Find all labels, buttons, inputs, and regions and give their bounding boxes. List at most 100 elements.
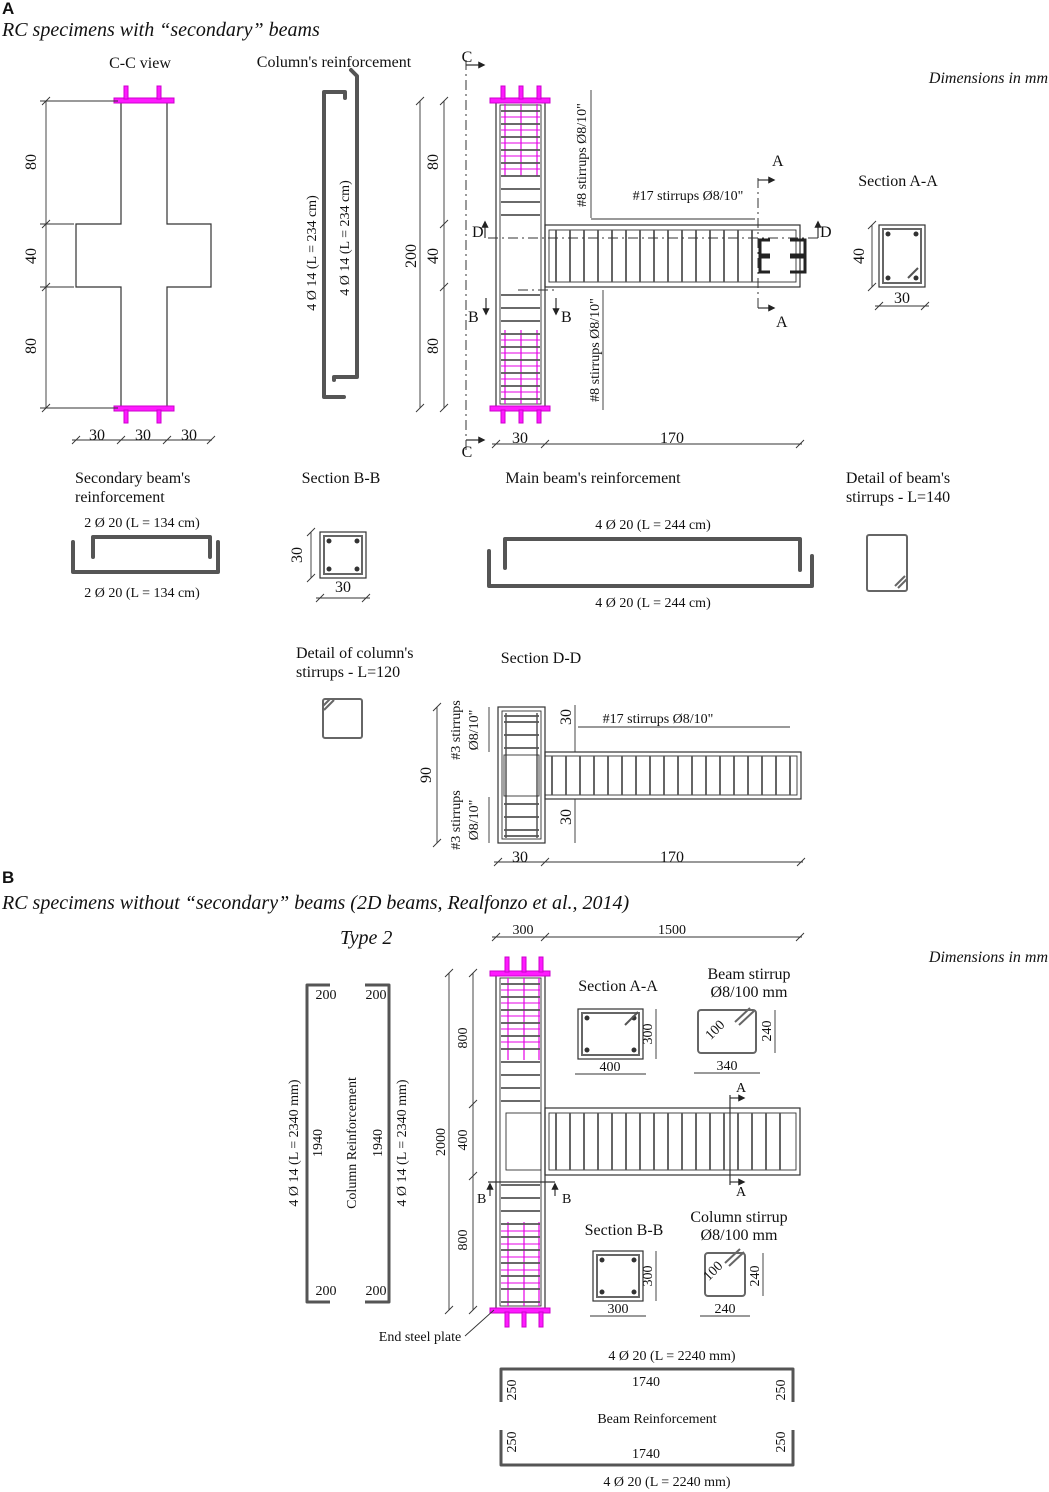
section-dd-total-h: 90 xyxy=(418,767,435,783)
secondary-beam-bar-bottom: 2 Ø 20 (L = 134 cm) xyxy=(84,586,200,601)
panel-b-title: RC specimens without “secondary” beams (… xyxy=(1,892,629,914)
b-beam-bar-bottom: 4 Ø 20 (L = 2240 mm) xyxy=(603,1475,730,1490)
cc-dim-v-2: 40 xyxy=(23,248,40,264)
b-column-stirrup-w: 240 xyxy=(715,1302,736,1317)
section-dd-title: Section D-D xyxy=(501,650,581,667)
cc-dim-v-3: 80 xyxy=(23,338,40,354)
panel-a-title: RC specimens with “secondary” beams xyxy=(1,19,320,41)
panel-a-dimensions-note: Dimensions in mm xyxy=(928,70,1048,87)
b-col-hook-tl: 200 xyxy=(316,988,337,1003)
cut-d-right: D xyxy=(820,224,832,241)
main-beam-title: Main beam's reinforcement xyxy=(505,470,681,487)
section-bb-w: 30 xyxy=(335,579,351,596)
stirrups-top-label: #8 stirrups Ø8/10" xyxy=(575,103,590,207)
b-section-bb-h: 300 xyxy=(641,1266,656,1287)
dd-dim-h-1: 30 xyxy=(512,849,528,866)
b-section-bb-title: Section B-B xyxy=(585,1222,664,1239)
section-aa-a: Section A-A 40 30 xyxy=(851,173,938,311)
b-col-len-right: 1940 xyxy=(371,1129,386,1157)
b-col-bar-right: 4 Ø 14 (L = 2340 mm) xyxy=(395,1079,410,1206)
cc-view-outline xyxy=(75,100,212,409)
b-cut-a-bottom: A xyxy=(736,1185,747,1200)
b-beam-stirrup-hook: 100 xyxy=(703,1018,728,1043)
dd-col-top-2: Ø8/10" xyxy=(467,710,482,751)
beam-stirrup-title-2: stirrups - L=140 xyxy=(846,489,950,506)
stirrups-beam-label: #17 stirrups Ø8/10" xyxy=(633,189,744,204)
b-beam-bar-top: 4 Ø 20 (L = 2240 mm) xyxy=(608,1349,735,1364)
beam-reinforcement-b: 4 Ø 20 (L = 2240 mm) 250 250 1740 Beam R… xyxy=(499,1349,795,1490)
b-column-stirrup-h: 240 xyxy=(748,1266,763,1287)
b-column-stirrup-title-2: Ø8/100 mm xyxy=(701,1227,778,1244)
secondary-beam-title-2: reinforcement xyxy=(75,489,165,506)
b-beam-hook-tl: 250 xyxy=(505,1380,520,1401)
b-col-label: Column Reinforcement xyxy=(345,1077,360,1209)
dd-stirrups-beam: #17 stirrups Ø8/10" xyxy=(603,712,714,727)
elevation-b: A A B B End steel plate xyxy=(379,956,801,1345)
panel-b-dimensions-note: Dimensions in mm xyxy=(928,949,1048,966)
dd-dim-30-top: 30 xyxy=(558,709,575,725)
cc-dim-h-3: 30 xyxy=(181,427,197,444)
column-stirrup-detail-a: Detail of column's stirrups - L=120 xyxy=(296,645,414,739)
section-bb-b: Section B-B 300 300 xyxy=(585,1222,664,1317)
main-beam-reinf: Main beam's reinforcement 4 Ø 20 (L = 24… xyxy=(487,470,814,611)
secondary-beam-reinf: Secondary beam's reinforcement 2 Ø 20 (L… xyxy=(71,470,220,601)
column-reinforcement-b: 200 200 200 200 4 Ø 14 (L = 2340 mm) 4 Ø… xyxy=(287,983,410,1304)
main-beam-bar-bottom: 4 Ø 20 (L = 244 cm) xyxy=(595,596,711,611)
section-aa-title: Section A-A xyxy=(858,173,938,190)
b-dim-left-2: 400 xyxy=(456,1130,471,1151)
elevation-a: C C xyxy=(403,49,832,461)
b-dim-top-1: 300 xyxy=(513,923,534,938)
section-bb-a: Section B-B 30 30 xyxy=(289,470,380,603)
cc-dim-v-1: 80 xyxy=(23,154,40,170)
section-aa-b: Section A-A 300 400 xyxy=(575,978,658,1075)
cut-d-left: D xyxy=(472,224,484,241)
cc-view: C-C view 80 40 80 30 30 30 xyxy=(23,55,216,445)
stirrups-bottom-label: #8 stirrups Ø8/10" xyxy=(588,298,603,402)
column-stirrup-title-2: stirrups - L=120 xyxy=(296,664,400,681)
column-reinf-title: Column's reinforcement xyxy=(257,54,412,71)
panel-a-letter: A xyxy=(2,0,14,18)
elev-dim-v-3: 80 xyxy=(425,338,442,354)
elev-dim-v-1: 80 xyxy=(425,154,442,170)
section-aa-h: 40 xyxy=(851,248,868,264)
column-reinforcement-a: Column's reinforcement 4 Ø 14 (L = 234 c… xyxy=(257,54,412,399)
column-stirrup-b: Column stirrup Ø8/100 mm 100 240 240 xyxy=(690,1209,787,1317)
dd-dim-h-2: 170 xyxy=(660,849,684,866)
elev-dim-h-1: 30 xyxy=(512,430,528,447)
section-bb-h: 30 xyxy=(289,547,306,563)
b-col-hook-bl: 200 xyxy=(316,1284,337,1299)
b-beam-stirrup-title-1: Beam stirrup xyxy=(707,966,790,983)
b-section-aa-title: Section A-A xyxy=(578,978,658,995)
b-cut-b-left: B xyxy=(477,1192,486,1207)
b-dim-top-2: 1500 xyxy=(658,923,686,938)
top-end-plate xyxy=(113,97,175,104)
cut-c-top: C xyxy=(462,49,473,66)
dd-col-top-1: #3 stirrups xyxy=(449,700,464,760)
elev-dim-h-2: 170 xyxy=(660,430,684,447)
b-col-bar-left: 4 Ø 14 (L = 2340 mm) xyxy=(287,1079,302,1206)
cut-a-bottom: A xyxy=(776,314,788,331)
dd-col-bot-2: Ø8/10" xyxy=(467,800,482,841)
cut-a-top: A xyxy=(772,153,784,170)
main-beam-bar-top: 4 Ø 20 (L = 244 cm) xyxy=(595,518,711,533)
column-reinf-bar2: 4 Ø 14 (L = 234 cm) xyxy=(338,180,353,296)
b-section-bb-w: 300 xyxy=(608,1302,629,1317)
cc-view-title: C-C view xyxy=(109,55,171,72)
b-section-aa-w: 400 xyxy=(600,1060,621,1075)
b-beam-stirrup-h: 240 xyxy=(760,1021,775,1042)
beam-stirrup-title-1: Detail of beam's xyxy=(846,470,950,487)
b-beam-hook-bl: 250 xyxy=(505,1432,520,1453)
b-cut-a-top: A xyxy=(736,1081,747,1096)
cc-dim-h-1: 30 xyxy=(89,427,105,444)
panel-b-letter: B xyxy=(2,868,14,887)
panel-b-type: Type 2 xyxy=(340,927,392,949)
elev-dim-v-2: 40 xyxy=(425,248,442,264)
b-col-len-left: 1940 xyxy=(311,1129,326,1157)
b-col-hook-br: 200 xyxy=(366,1284,387,1299)
dd-col-bot-1: #3 stirrups xyxy=(449,790,464,850)
dd-dim-30-bot: 30 xyxy=(558,809,575,825)
elev-dim-v-total: 200 xyxy=(403,244,420,268)
b-dim-left-1: 800 xyxy=(456,1028,471,1049)
cut-b-left: B xyxy=(468,309,479,326)
